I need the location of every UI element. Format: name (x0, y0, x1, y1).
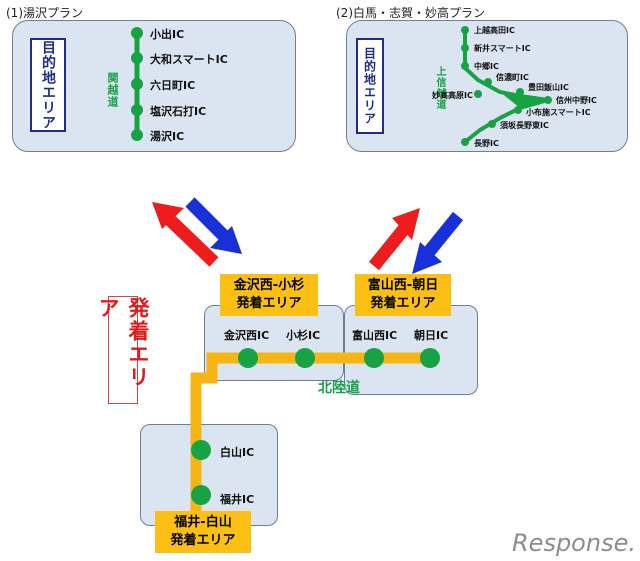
arrow-blue-right (412, 211, 464, 274)
yuzawa-destination-box: 目的地エリア (30, 38, 66, 132)
hakuba-ic-label: 中郷IC (474, 62, 499, 71)
hakuba-ic-label: 須坂長野東IC (500, 121, 549, 130)
yuzawa-ic-label: 小出IC (150, 28, 185, 41)
hokuriku-ic-node (364, 348, 384, 368)
hakuba-ic-node (488, 120, 496, 128)
yuzawa-ic-node (131, 104, 143, 116)
hokuriku-ic-node (295, 348, 315, 368)
hakuba-ic-label: 豊田飯山IC (528, 83, 569, 92)
hakuba-ic-label: 信濃町IC (496, 73, 529, 82)
hakuba-destination-box: 目的地エリア (356, 38, 384, 134)
plan-hakuba-title: (2)白馬・志賀・妙高プラン (336, 6, 485, 20)
hakusan-ic-label: 白山IC (220, 446, 255, 459)
yuzawa-ic-label: 大和スマートIC (150, 53, 228, 66)
hakuba-ic-label: 妙高高原IC (432, 91, 473, 100)
kanazawa-panel (204, 305, 344, 381)
hakuba-ic-node (514, 106, 522, 114)
hakuba-ic-node (544, 96, 552, 104)
yuzawa-ic-node (131, 129, 143, 141)
kanazawa-area-box: 金沢西-小杉 発着エリア (220, 274, 318, 316)
hokuriku-ic-node (238, 348, 258, 368)
arrow-red-left (152, 202, 219, 267)
hakuba-ic-label: 信州中野IC (556, 96, 597, 105)
hokuriku-ic-node (420, 348, 440, 368)
hakuba-ic-node (516, 88, 524, 96)
fukui-area-box: 福井-白山 発着エリア (155, 511, 251, 553)
yuzawa-ic-node (131, 27, 143, 39)
hakuba-ic-label: 上越高田IC (474, 26, 515, 35)
arrow-blue-left (185, 197, 242, 254)
plan-yuzawa-title: (1)湯沢プラン (6, 6, 83, 20)
hakuba-ic-node (484, 78, 492, 86)
hokuriku-road-label: 北陸道 (318, 380, 360, 396)
kanazawa-nishi-ic-label: 金沢西IC (224, 329, 270, 342)
yuzawa-ic-node (131, 52, 143, 64)
fukui-panel (140, 424, 278, 526)
yuzawa-ic-label: 六日町IC (150, 79, 196, 92)
hakuba-ic-node (474, 90, 482, 98)
yuzawa-ic-node (131, 78, 143, 90)
response-logo: Response. (512, 529, 636, 557)
kosugi-ic-label: 小杉IC (286, 329, 321, 342)
hakuba-ic-label: 小布施スマートIC (526, 108, 591, 117)
yuzawa-ic-label: 湯沢IC (150, 130, 185, 143)
hakuba-ic-node (461, 62, 469, 70)
asahi-ic-label: 朝日IC (414, 329, 449, 342)
yuzawa-ic-label: 塩沢石打IC (150, 105, 207, 118)
hakuba-ic-label: 新井スマートIC (474, 44, 531, 53)
hakuba-ic-node (461, 44, 469, 52)
joshinetsu-route-junction (500, 92, 548, 108)
kanetsu-road-label: 関越道 (106, 72, 119, 108)
hokuriku-ic-node (191, 440, 211, 460)
fukui-ic-label: 福井IC (220, 493, 255, 506)
hakuba-ic-node (461, 26, 469, 34)
hakuba-ic-node (461, 138, 469, 146)
hokuriku-route-line (190, 352, 432, 530)
hokuriku-ic-node (191, 485, 211, 505)
toyama-area-box: 富山西-朝日 発着エリア (355, 274, 451, 316)
toyama-panel (344, 305, 478, 395)
hakuba-ic-label: 長野IC (474, 139, 499, 148)
joshinetsu-road-label: 上信越道 (434, 66, 445, 110)
departure-area-label: 発着エリア (96, 296, 150, 404)
toyama-nishi-ic-label: 富山西IC (352, 329, 398, 342)
arrow-red-right (368, 208, 420, 271)
